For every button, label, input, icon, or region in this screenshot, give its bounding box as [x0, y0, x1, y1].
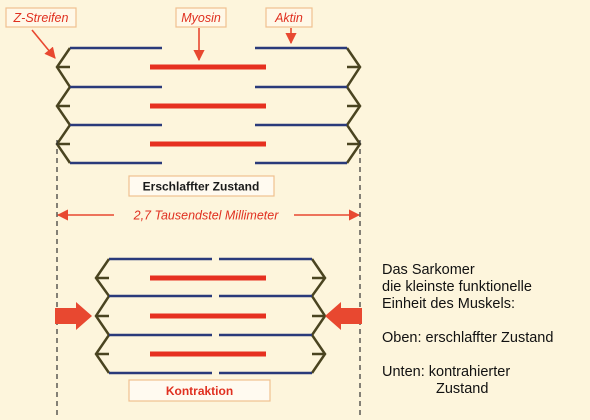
contracted-z-line-left	[94, 258, 111, 374]
aktin-label-box	[265, 7, 313, 28]
relaxed-z-line-right	[345, 47, 362, 164]
myosin-label: Myosin	[181, 11, 221, 25]
z-streifen-label-box	[5, 7, 77, 28]
contracted-state-label: Kontraktion	[166, 384, 233, 398]
myosin-label-box	[175, 7, 227, 28]
relaxed-myosin-filaments	[150, 64, 266, 147]
contracted-state-box	[128, 379, 271, 402]
contraction-arrow-left	[55, 302, 92, 330]
relaxed-state-box	[128, 175, 275, 197]
contracted-sarcomere	[94, 257, 327, 375]
caption-spacer	[382, 313, 553, 330]
contracted-z-line-right	[310, 258, 327, 374]
measurement-label: 2,7 Tausendstel Millimeter	[133, 209, 280, 223]
relaxed-sarcomere	[55, 46, 362, 165]
caption-line-6: Zustand	[436, 381, 489, 397]
relaxed-state-label: Erschlaffter Zustand	[143, 180, 260, 194]
caption-spacer	[382, 347, 553, 364]
aktin-label: Aktin	[274, 11, 303, 25]
contracted-actin-filaments	[109, 257, 312, 375]
z-streifen-pointer	[31, 29, 56, 59]
z-streifen-label: Z-Streifen	[13, 11, 69, 25]
caption-line-4: Oben: erschlaffter Zustand	[382, 330, 554, 346]
contracted-myosin-filaments	[150, 275, 266, 357]
caption: Das Sarkomer die kleinste funktionelle E…	[382, 262, 553, 398]
contraction-arrow-right	[325, 302, 362, 330]
relaxed-actin-filaments	[70, 46, 347, 165]
caption-line-1: Das Sarkomer	[382, 262, 475, 278]
caption-line-3: Einheit des Muskels:	[382, 296, 515, 312]
caption-line-5: Unten: kontrahierter	[382, 364, 511, 380]
reference-lines	[56, 140, 361, 415]
relaxed-z-line-left	[55, 47, 72, 164]
label-pointers	[31, 28, 297, 62]
caption-line-2: die kleinste funktionelle	[382, 279, 532, 295]
